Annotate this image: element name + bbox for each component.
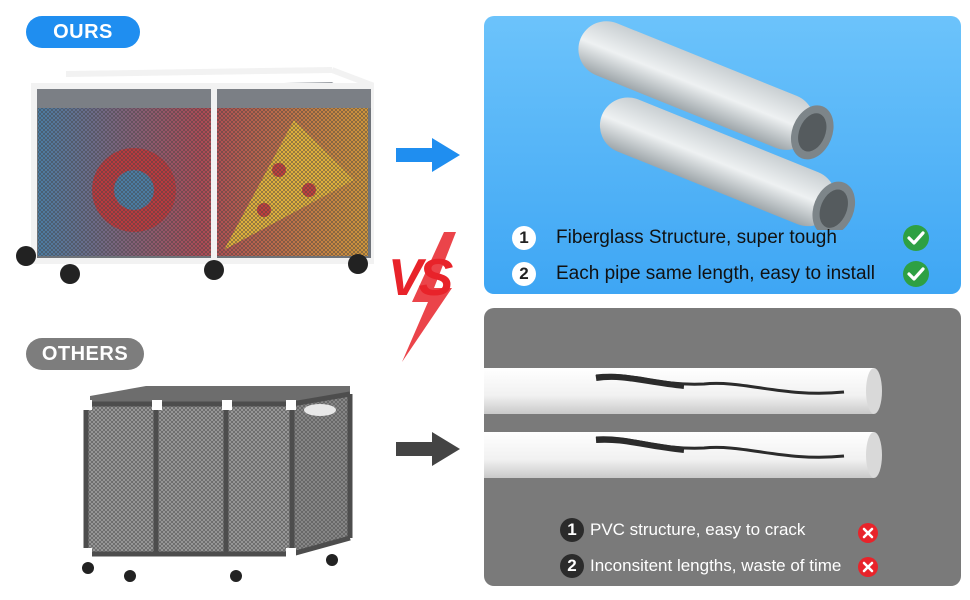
ours-feature-2: 2 Each pipe same length, easy to install — [512, 262, 875, 286]
arrow-right-icon-ours — [396, 138, 460, 172]
others-feature-1: 1 PVC structure, easy to crack — [560, 518, 805, 542]
feature-number: 2 — [512, 262, 536, 286]
fiberglass-pipes-image — [578, 21, 856, 230]
arrow-right-icon-others — [396, 432, 460, 466]
ours-cart-image — [16, 67, 374, 284]
vs-label: VS — [388, 249, 453, 307]
lightning-icon — [402, 232, 456, 362]
others-label: OTHERS — [26, 338, 144, 370]
others-feature-2: 2 Inconsitent lengths, waste of time — [560, 554, 841, 578]
others-panel: 1 PVC structure, easy to crack 2 Inconsi… — [484, 308, 961, 586]
feature-number: 1 — [560, 518, 584, 542]
cross-icon — [858, 523, 878, 543]
pvc-pipes-image — [484, 368, 882, 478]
feature-number: 2 — [560, 554, 584, 578]
cross-icon — [858, 557, 878, 577]
ours-feature-1: 1 Fiberglass Structure, super tough — [512, 226, 837, 250]
check-icon — [903, 261, 929, 287]
feature-text: PVC structure, easy to crack — [590, 520, 806, 539]
ours-panel: 1 Fiberglass Structure, super tough 2 Ea… — [484, 16, 961, 294]
feature-text: Each pipe same length, easy to install — [556, 263, 875, 284]
feature-number: 1 — [512, 226, 536, 250]
others-cart-image — [82, 386, 353, 582]
feature-text: Fiberglass Structure, super tough — [556, 227, 837, 248]
feature-text: Inconsitent lengths, waste of time — [590, 556, 842, 575]
ours-label: OURS — [26, 16, 140, 48]
check-icon — [903, 225, 929, 251]
